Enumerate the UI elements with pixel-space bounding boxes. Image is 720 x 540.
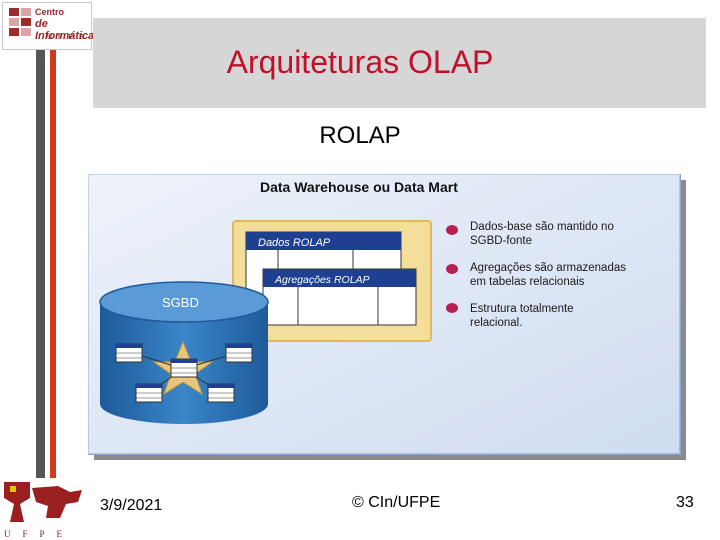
bullet-dot	[446, 264, 458, 274]
page-title: Arquiteturas OLAP	[226, 44, 494, 80]
left-rail-grey	[36, 50, 45, 482]
bullet-dot	[446, 303, 458, 313]
ufpe-logo: UFPE	[0, 478, 86, 540]
footer-copyright: © CIn/UFPE	[352, 494, 441, 511]
ufpe-letters: UFPE	[4, 529, 75, 539]
bullet-2: Agregações são armazenadas em tabelas re…	[470, 262, 629, 288]
logo-line3: UFPE	[47, 34, 90, 41]
table-dados-label: Dados ROLAP	[258, 237, 331, 249]
footer-date: 3/9/2021	[100, 497, 163, 514]
table-agregacoes-rolap: Agregações ROLAP	[262, 268, 417, 326]
ufpe-crest-icon	[4, 482, 82, 522]
cin-logo: Centro de Informática UFPE	[2, 2, 95, 50]
bullet-1: Dados-base são mantido no SGBD-fonte	[470, 221, 617, 247]
bullet-3: Estrutura totalmente relacional.	[470, 303, 577, 329]
bullet-list: Dados-base são mantido no SGBD-fonte Agr…	[446, 221, 629, 329]
page-number: 33	[676, 494, 694, 511]
panel-title: Data Warehouse ou Data Mart	[260, 179, 458, 195]
dim-table-icon	[207, 383, 235, 403]
bullet-dot	[446, 225, 458, 235]
cin-logo-mark	[9, 8, 31, 36]
title-band	[93, 18, 706, 108]
table-agregacoes-label: Agregações ROLAP	[274, 274, 370, 286]
left-rail-red	[50, 50, 56, 482]
page-subtitle: ROLAP	[319, 122, 401, 149]
dim-table-icon	[115, 343, 143, 363]
fact-table-icon	[170, 358, 198, 378]
logo-line1: Centro	[35, 7, 64, 17]
sgbd-cylinder: SGBD	[99, 281, 269, 424]
rolap-diagram: Data Warehouse ou Data Mart Dados ROLAP …	[88, 174, 686, 460]
dim-table-icon	[225, 343, 253, 363]
logo-line2: de Informática	[35, 18, 95, 42]
dim-table-icon	[135, 383, 163, 403]
sgbd-label: SGBD	[162, 295, 199, 310]
